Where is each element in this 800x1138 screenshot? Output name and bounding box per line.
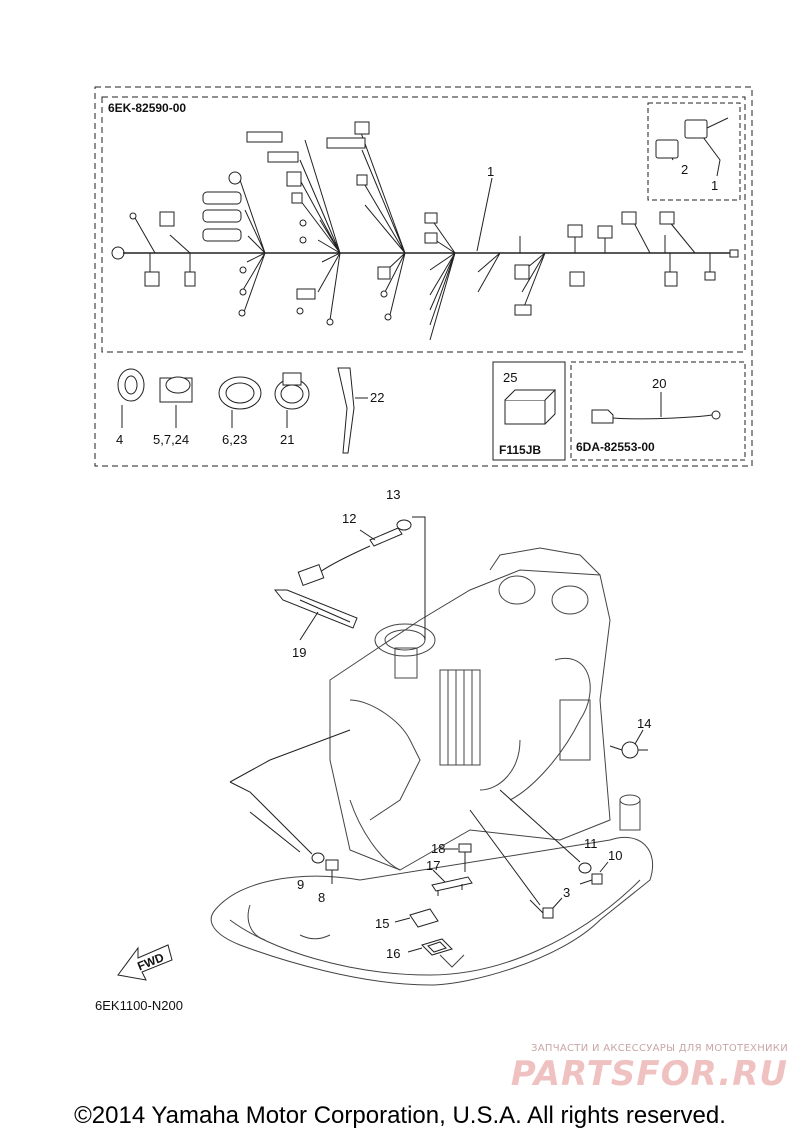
callout-20: 20 <box>652 376 666 391</box>
copyright-notice: ©2014 Yamaha Motor Corporation, U.S.A. A… <box>74 1102 726 1129</box>
callout-4: 4 <box>116 432 123 447</box>
leader-13 <box>412 516 426 640</box>
subharness-part-number: 6DA-82553-00 <box>576 440 655 454</box>
clamp-21-icon <box>274 372 310 410</box>
harness-dashed-frame <box>101 96 746 353</box>
gasket-13-icon <box>396 519 412 531</box>
washer-11-icon <box>578 862 592 874</box>
callout-6-23: 6,23 <box>222 432 247 447</box>
wire-harness <box>111 121 739 341</box>
junction-box-frame <box>492 361 566 461</box>
watermark-brand: PARTSFOR.RU <box>510 1054 788 1094</box>
callout-25: 25 <box>503 370 517 385</box>
watermark-tagline: ЗАПЧАСТИ И АКСЕССУАРЫ ДЛЯ МОТОТЕХНИКИ <box>531 1043 788 1054</box>
callout-1: 1 <box>487 164 494 179</box>
bolt-18-icon <box>458 843 472 872</box>
bolt-3-icon <box>529 899 554 919</box>
fwd-label: FWD <box>135 950 166 973</box>
connector-subbox <box>647 102 741 201</box>
temperature-sensor-12-icon <box>297 523 409 586</box>
callout-22: 22 <box>370 390 384 405</box>
cable-tie-22-icon <box>337 367 368 454</box>
harness-part-number: 6EK-82590-00 <box>108 101 186 115</box>
callout-10: 10 <box>608 848 622 863</box>
subharness-20-icon <box>591 392 721 424</box>
leader-14 <box>634 729 644 745</box>
engine-block <box>210 547 654 986</box>
leader-16 <box>407 947 423 953</box>
callout-18: 18 <box>431 841 445 856</box>
leader-12 <box>359 529 376 541</box>
callout-21: 21 <box>280 432 294 447</box>
leader-15 <box>394 917 411 923</box>
figure-code: 6EK1100-N200 <box>95 998 183 1013</box>
leader-10-11 <box>499 789 609 873</box>
callout-9: 9 <box>297 877 304 892</box>
clamp-5-7-24-icon <box>159 376 193 403</box>
grommet-16-icon <box>421 938 453 956</box>
callout-15: 15 <box>375 916 389 931</box>
callout-12: 12 <box>342 511 356 526</box>
leader-19 <box>299 611 319 641</box>
subharness-box <box>570 361 746 461</box>
junction-box-25-icon <box>504 389 557 425</box>
callout-13: 13 <box>386 487 400 502</box>
leader-17 <box>432 869 446 883</box>
sensor-14-icon <box>609 741 648 759</box>
forward-arrow-icon <box>117 944 173 981</box>
grommet-15-icon <box>409 908 439 928</box>
clamp-4-icon <box>117 368 145 402</box>
bolt-10-icon <box>579 873 603 885</box>
callout-8: 8 <box>318 890 325 905</box>
callout-16: 16 <box>386 946 400 961</box>
leader-1 <box>476 177 493 252</box>
connector-pair-icon <box>655 117 729 159</box>
bolt-8-icon <box>325 859 339 884</box>
crank-position-sensor-19-icon <box>273 589 358 629</box>
callout-14: 14 <box>637 716 651 731</box>
junction-box-label: F115JB <box>499 443 541 457</box>
leader-8-9 <box>229 729 351 855</box>
bracket-17-icon <box>431 876 473 896</box>
callout-3: 3 <box>563 885 570 900</box>
leader-3 <box>469 809 563 909</box>
outer-dashed-frame <box>94 86 753 467</box>
washer-9-icon <box>311 852 325 864</box>
callout-11: 11 <box>584 836 598 851</box>
callout-2: 2 <box>681 162 688 177</box>
callout-5-7-24: 5,7,24 <box>153 432 189 447</box>
callout-1b: 1 <box>711 178 718 193</box>
callout-19: 19 <box>292 645 306 660</box>
callout-17: 17 <box>426 858 440 873</box>
clamp-6-23-icon <box>218 376 262 410</box>
